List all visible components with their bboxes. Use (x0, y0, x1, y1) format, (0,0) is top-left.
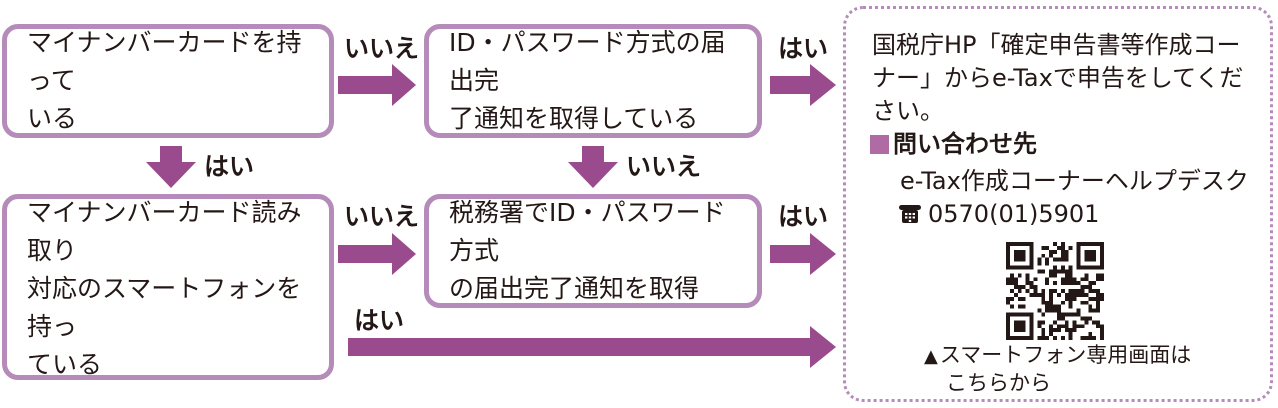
arrow-q3-to-q4 (338, 233, 416, 275)
question-my-number-card: マイナンバーカードを持って いる (2, 24, 334, 138)
question-id-password-notice: ID・パスワード方式の届出完 了通知を取得している (424, 24, 762, 138)
telephone-icon (899, 205, 921, 223)
arrow-q4-to-result (770, 233, 836, 275)
qr-caption-line-2: こちらから (946, 371, 1051, 395)
question-tax-office-notice: 税務署でID・パスワード方式 の届出完了通知を取得 (424, 194, 762, 308)
q3-line-3: ている (27, 350, 103, 379)
arrow-q2-to-q4 (568, 146, 618, 188)
phone-line: 0570(01)5901 (898, 199, 1099, 229)
label-q4-yes: はい (778, 202, 829, 231)
arrow-q3-to-result (348, 326, 836, 368)
label-q1-yes: はい (204, 152, 255, 181)
result-panel: 国税庁HP「確定申告書等作成コー ナー」からe-Taxで申告をしてくだ さい。 … (843, 6, 1273, 402)
help-desk-name: e-Tax作成コーナーヘルプデスク (900, 167, 1249, 195)
question-smartphone-reader: マイナンバーカード読み取り 対応のスマートフォンを持っ ている (2, 194, 334, 380)
result-instruction: 国税庁HP「確定申告書等作成コー ナー」からe-Taxで申告をしてくだ さい。 (872, 29, 1272, 128)
result-line-2: ナー」からe-Taxで申告をしてくだ (872, 64, 1244, 92)
contact-heading-text: 問い合わせ先 (893, 130, 1037, 158)
qr-caption: ▲スマートフォン専用画面は こちらから (924, 342, 1191, 396)
q1-line-2: いる (27, 104, 78, 133)
qr-code-icon[interactable] (1006, 242, 1104, 340)
q2-line-2: 了通知を取得している (449, 104, 699, 133)
q1-line-1: マイナンバーカードを持って (27, 28, 302, 95)
arrow-q2-to-result (770, 64, 836, 106)
square-bullet-icon (870, 135, 889, 154)
label-q1-no: いいえ (344, 34, 420, 63)
label-q2-no: いいえ (626, 152, 702, 181)
label-q3-no: いいえ (344, 202, 420, 231)
q4-line-1: 税務署でID・パスワード方式 (449, 198, 726, 265)
qr-caption-line-1: スマートフォン専用画面は (939, 343, 1192, 367)
phone-number: 0570(01)5901 (928, 200, 1100, 228)
q3-line-2: 対応のスマートフォンを持っ (27, 274, 302, 341)
contact-heading: 問い合わせ先 (870, 129, 1037, 159)
q2-line-1: ID・パスワード方式の届出完 (449, 28, 726, 95)
q4-line-2: の届出完了通知を取得 (449, 274, 700, 303)
label-q3-yes: はい (354, 306, 405, 335)
result-line-3: さい。 (872, 97, 944, 125)
triangle-up-icon: ▲ (924, 346, 938, 367)
q3-line-1: マイナンバーカード読み取り (27, 198, 302, 265)
label-q2-yes: はい (778, 34, 829, 63)
arrow-q1-to-q2 (338, 64, 416, 106)
result-line-1: 国税庁HP「確定申告書等作成コー (872, 31, 1241, 59)
arrow-q1-to-q3 (146, 146, 196, 188)
